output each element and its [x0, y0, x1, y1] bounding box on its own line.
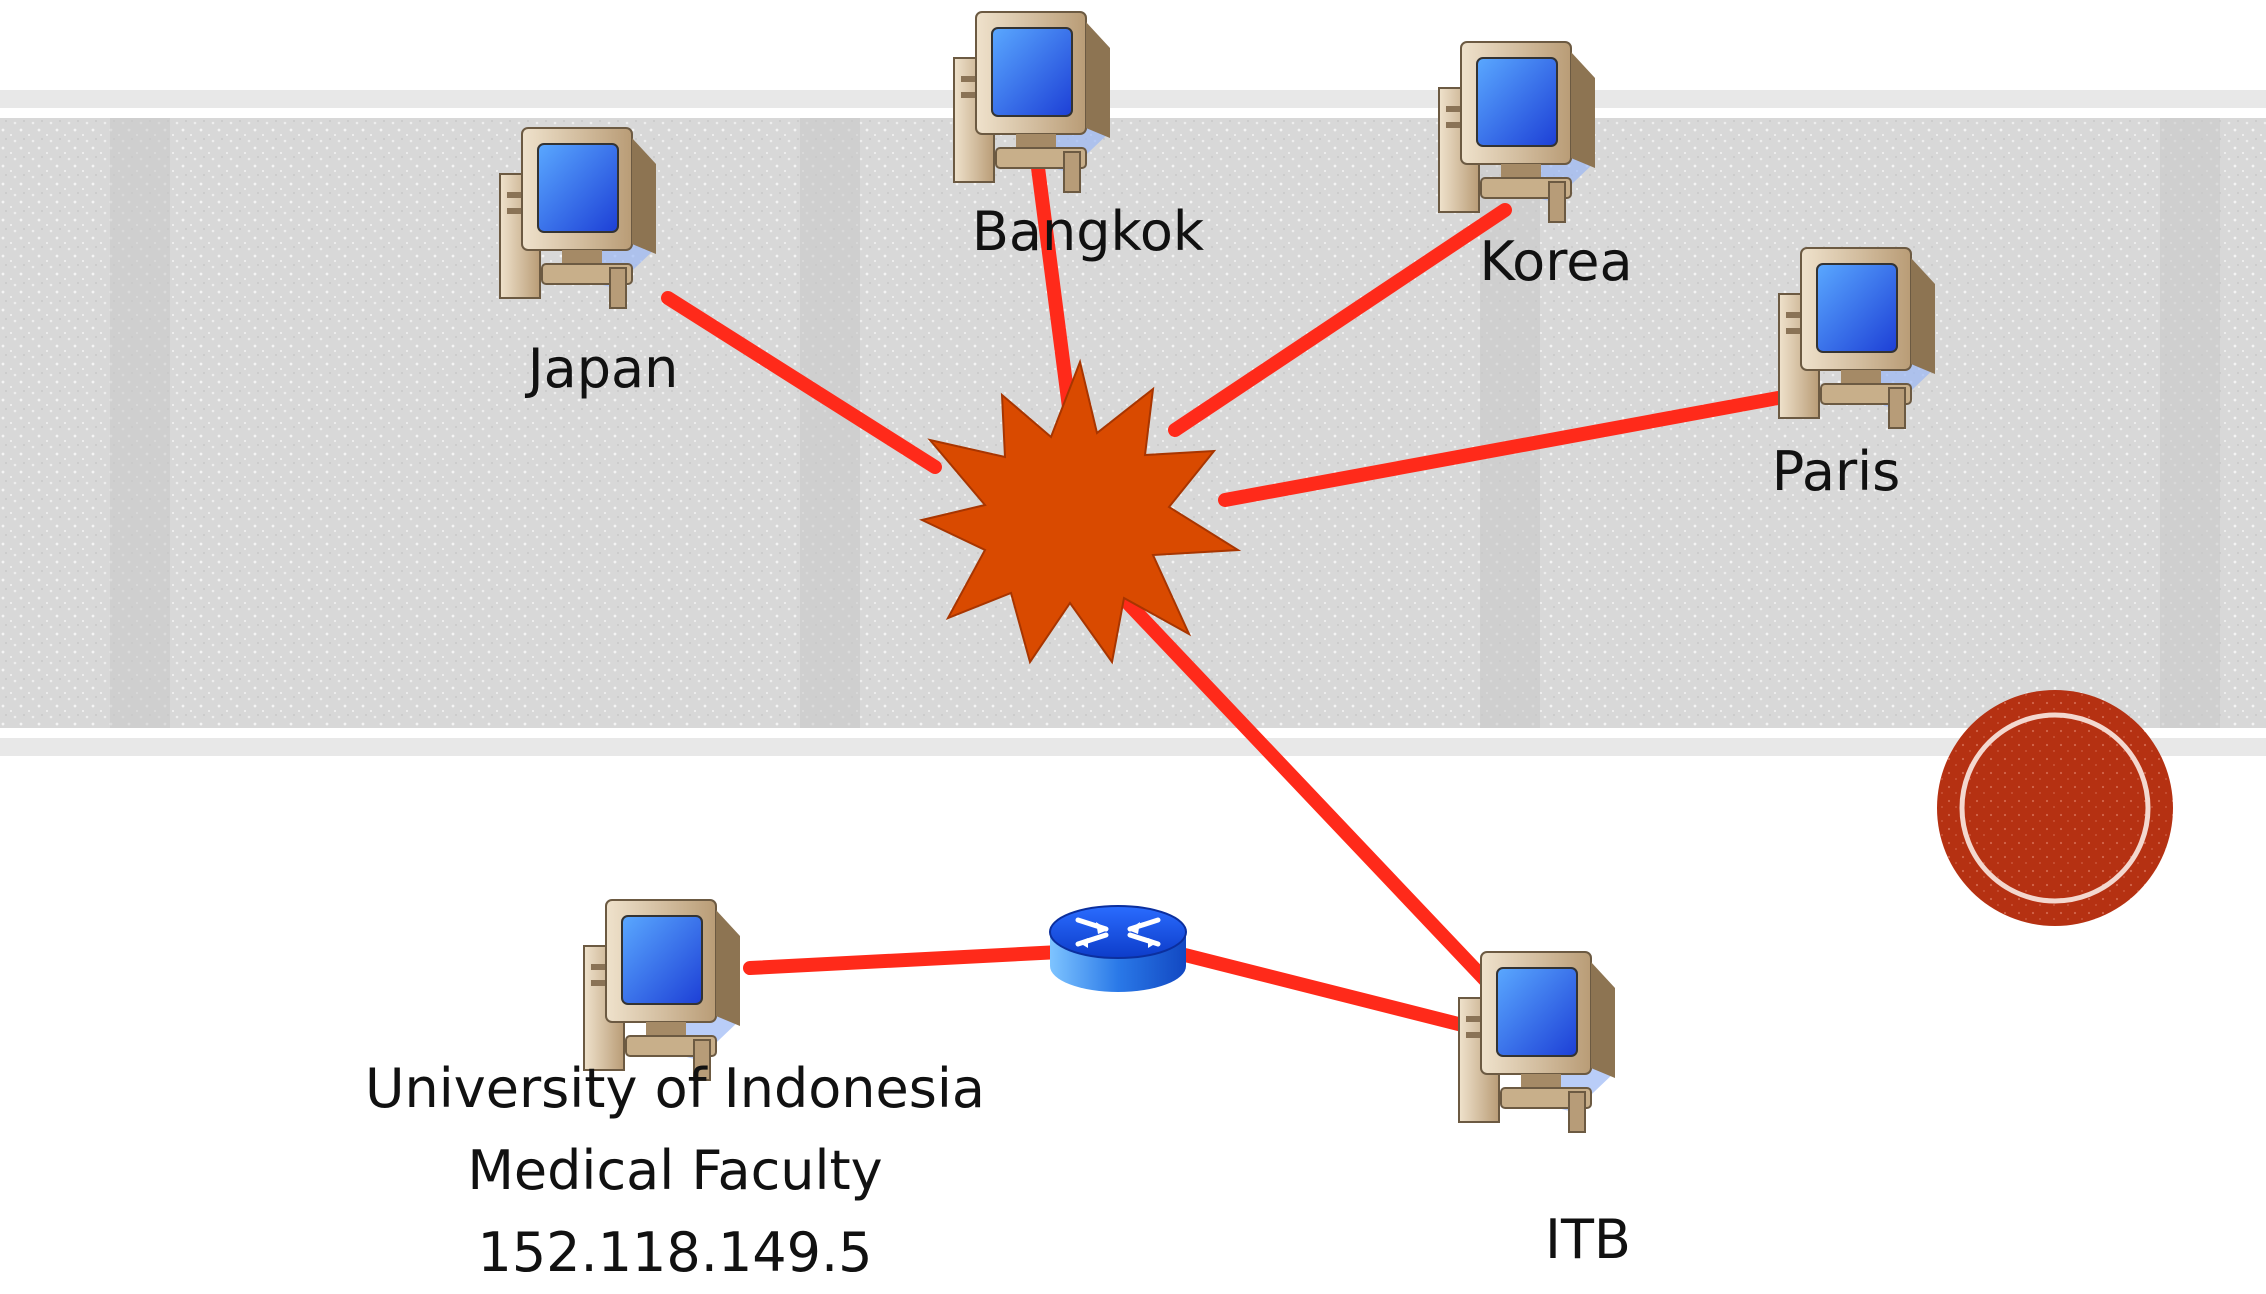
computer-icon-bangkok: [953, 11, 1111, 193]
internet-starburst-icon: [919, 358, 1242, 665]
link-paris: [1218, 391, 1785, 507]
link-itb-internet: [1118, 593, 1497, 992]
computer-icon-paris: [1778, 247, 1936, 429]
node-label-itb: ITB: [1545, 1208, 1631, 1271]
router-icon: [1049, 905, 1187, 992]
node-label-ui-line3: 152.118.149.5: [477, 1221, 873, 1284]
node-label-korea: Korea: [1479, 230, 1633, 293]
link-router-itb: [1178, 948, 1497, 1039]
link-bangkok: [1030, 153, 1077, 422]
node-label-bangkok: Bangkok: [971, 200, 1205, 263]
link-japan: [661, 291, 942, 474]
node-label-ui-line2: Medical Faculty: [467, 1139, 883, 1202]
node-label-ui-block: University of Indonesia Medical Faculty …: [175, 1048, 1175, 1294]
link-ui-router: [743, 945, 1067, 975]
decorative-badge-icon: [1937, 690, 2173, 926]
link-korea: [1168, 203, 1512, 437]
node-label-ui-line1: University of Indonesia: [365, 1057, 985, 1120]
computer-icon-japan: [499, 127, 657, 309]
node-label-japan: Japan: [527, 337, 679, 400]
node-label-paris: Paris: [1771, 440, 1901, 503]
computer-icon-korea: [1438, 41, 1596, 223]
computer-icon-itb: [1458, 951, 1616, 1133]
links: [661, 153, 1785, 1039]
